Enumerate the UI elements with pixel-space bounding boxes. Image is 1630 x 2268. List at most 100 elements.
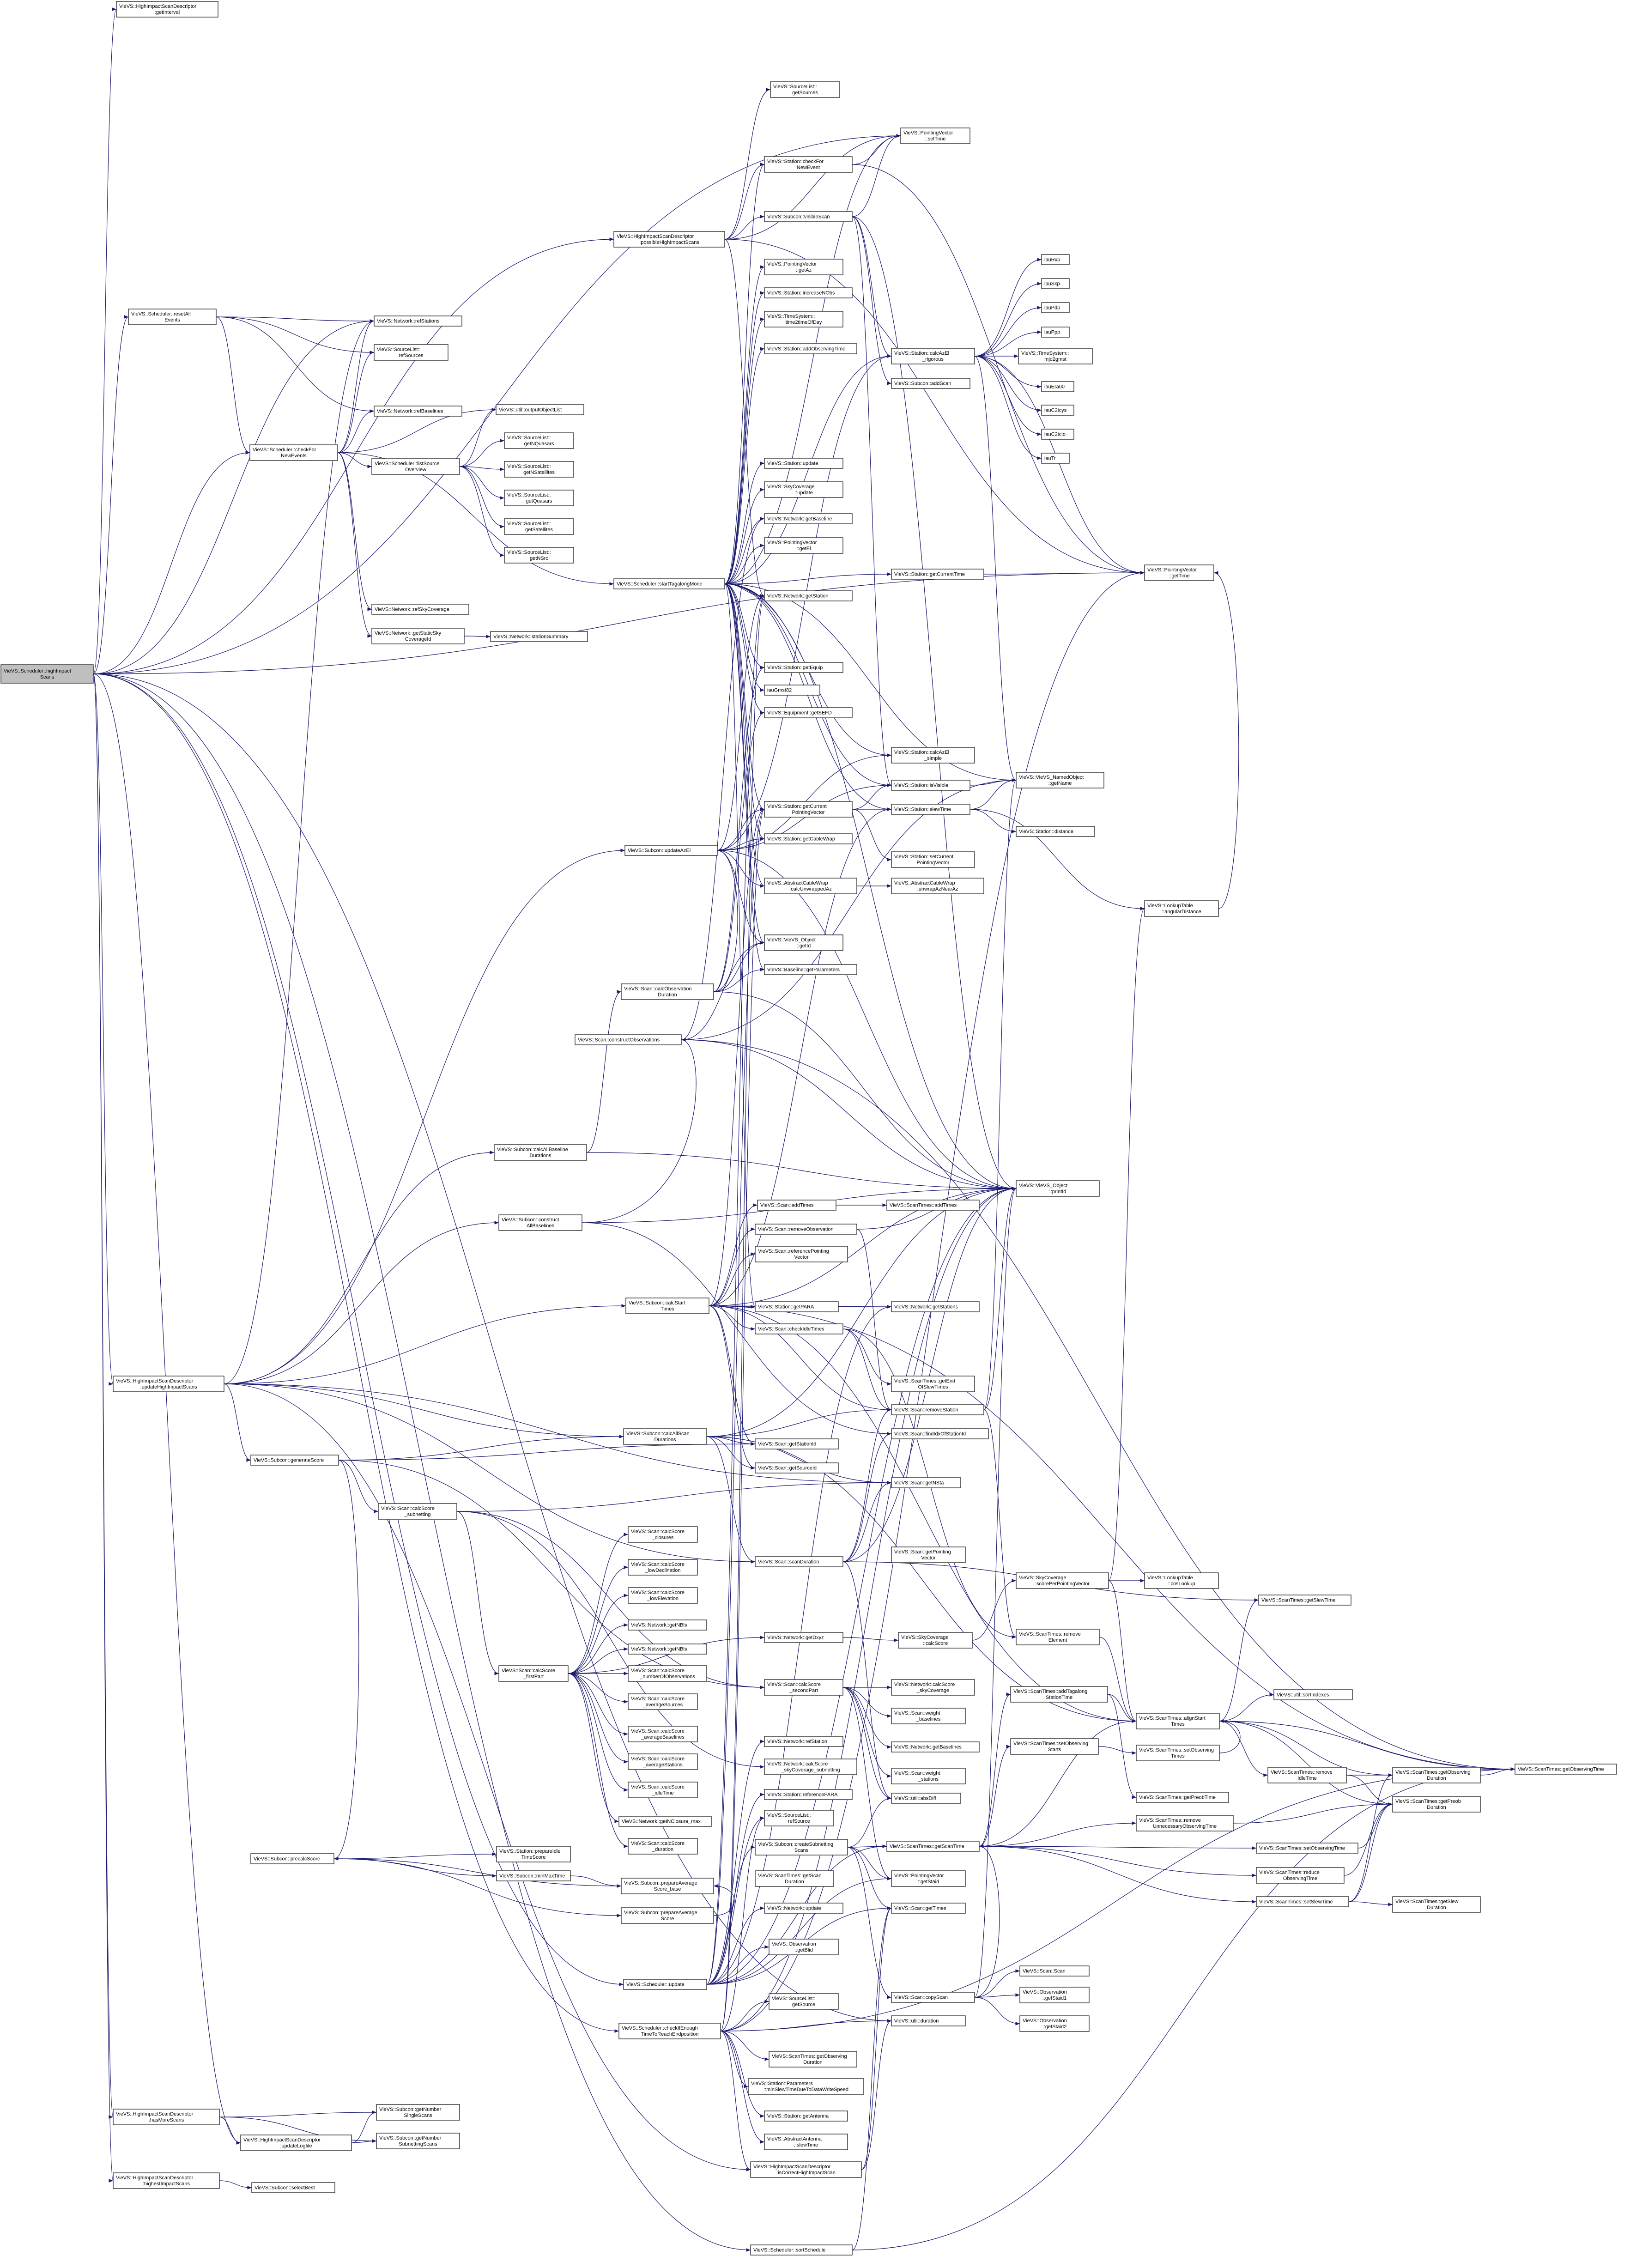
- node-sta-calcAzEl-rigorous[interactable]: VieVS::Station::calcAzEl_rigorous: [891, 348, 975, 364]
- node-net-refBaselines[interactable]: VieVS::Network::refBaselines: [374, 406, 462, 417]
- node-sub-precalcScore[interactable]: VieVS::Subcon::precalcScore: [250, 1853, 334, 1864]
- node-st-removeUnnecessaryObservingTime[interactable]: VieVS::ScanTimes::removeUnnecessaryObser…: [1136, 1815, 1234, 1831]
- node-iauC2tcys[interactable]: iauC2tcys: [1041, 405, 1074, 416]
- node-net-getBaseline[interactable]: VieVS::Network::getBaseline: [764, 513, 853, 524]
- node-named-getName[interactable]: VieVS::VieVS_NamedObject::getName: [1016, 772, 1104, 788]
- node-scan-calcScore-averageStations[interactable]: VieVS::Scan::calcScore_averageStations: [628, 1753, 698, 1770]
- node-obj-printId[interactable]: VieVS::VieVS_Object::printId: [1016, 1180, 1100, 1197]
- node-bl-getParameters[interactable]: VieVS::Baseline::getParameters: [764, 964, 857, 975]
- node-net-refSkyCoverage[interactable]: VieVS::Network::refSkyCoverage: [371, 604, 469, 615]
- node-sub-generateScore[interactable]: VieVS::Subcon::generateScore: [250, 1455, 339, 1466]
- node-scan-checkIdleTimes[interactable]: VieVS::Scan::checkIdleTimes: [755, 1323, 843, 1334]
- node-scan-Scan[interactable]: VieVS::Scan::Scan: [1019, 1965, 1090, 1977]
- node-net-refStation[interactable]: VieVS::Network::refStation: [764, 1736, 843, 1747]
- node-scan-constructObservations[interactable]: VieVS::Scan::constructObservations: [575, 1034, 682, 1045]
- node-sched-sortSchedule[interactable]: VieVS::Scheduler::sortSchedule: [750, 2244, 853, 2256]
- node-sl-getNSrc[interactable]: VieVS::SourceList::getNSrc: [504, 547, 574, 564]
- node-acw-unwrapAzNearAz[interactable]: VieVS::AbstractCableWrap:unwrapAzNearAz: [891, 878, 984, 894]
- node-iauGmst82[interactable]: iauGmst82: [764, 685, 820, 696]
- node-net-getNClosures-max[interactable]: VieVS::Network::getNClosure_max: [618, 1816, 712, 1827]
- node-sta-update[interactable]: VieVS::Station::update: [764, 458, 843, 469]
- node-sub-addScan[interactable]: VieVS::Subcon::addScan: [891, 378, 970, 389]
- node-sta-slewTime[interactable]: VieVS::Station::slewTime: [891, 804, 970, 815]
- node-startTagalongMode[interactable]: VieVS::Scheduler::startTagalongMode: [613, 578, 725, 589]
- node-st-getObservingTime[interactable]: VieVS::ScanTimes::getObservingTime: [1515, 1764, 1617, 1775]
- node-lut-angularDistance[interactable]: VieVS::LookupTable::angularDistance: [1144, 900, 1219, 917]
- node-scan-findIdxOfStationId[interactable]: VieVS::Scan::findIdxOfStationId: [891, 1428, 989, 1439]
- node-scan-weight-stations[interactable]: VieVS::Scan::weight_stations: [891, 1768, 966, 1784]
- node-sky-update[interactable]: VieVS::SkyCoverage::update: [764, 481, 843, 498]
- node-scan-calcScore-averageSources[interactable]: VieVS::Scan::calcScore_averageSources: [628, 1693, 698, 1710]
- node-sl-getSource[interactable]: VieVS::SourceList::getSource: [769, 1993, 839, 2010]
- node-obs-getBlid[interactable]: VieVS::Observation::getBlid: [769, 1939, 839, 1955]
- node-sky-scorePerPV[interactable]: VieVS::SkyCoverage:scorePerPointingVecto…: [1016, 1572, 1109, 1589]
- node-st-getSlewTime[interactable]: VieVS::ScanTimes::getSlewTime: [1258, 1595, 1351, 1606]
- node-sta-getCableWrap[interactable]: VieVS::Station::getCableWrap: [764, 833, 853, 844]
- node-sta-isVisible[interactable]: VieVS::Station::isVisible: [891, 780, 970, 791]
- node-isCorrectHighImpactScan[interactable]: VieVS::HighImpactScanDescriptor:isCorrec…: [750, 2161, 862, 2178]
- node-pv-getEl[interactable]: VieVS::PointingVector::getEl: [764, 537, 843, 554]
- node-iauPdp[interactable]: iauPdp: [1041, 302, 1070, 313]
- node-net-calcScore-skyCoverage-subnetting[interactable]: VieVS::Network::calcScore_skyCoverage_su…: [764, 1759, 857, 1775]
- node-scan-calcScore-duration[interactable]: VieVS::Scan::calcScore_duration: [628, 1838, 698, 1855]
- node-scan-copyScan[interactable]: VieVS::Scan::copyScan: [891, 1992, 975, 2003]
- node-scan-removeStation[interactable]: VieVS::Scan::removeStation: [891, 1404, 984, 1415]
- node-sl-getSatellites[interactable]: VieVS::SourceList::getSatellites: [504, 518, 574, 535]
- node-scan-calcScore-lowElevation[interactable]: VieVS::Scan::calcScore_lowElevation: [628, 1587, 698, 1604]
- node-highestImpactScans[interactable]: VieVS::HighImpactScanDescriptor:highestI…: [113, 2172, 220, 2189]
- node-scan-addTimes[interactable]: VieVS::Scan::addTimes: [757, 1200, 836, 1211]
- node-sta-distance[interactable]: VieVS::Station::distance: [1016, 826, 1095, 837]
- node-iauRxp[interactable]: iauRxp: [1041, 254, 1070, 265]
- node-st-addTimes[interactable]: VieVS::ScanTimes::addTimes: [886, 1200, 980, 1211]
- node-scan-removeObservation[interactable]: VieVS::Scan::removeObservation: [755, 1224, 857, 1235]
- node-sub-visibleScan[interactable]: VieVS::Subcon::visibleScan: [764, 211, 853, 222]
- node-sta-getAntenna[interactable]: VieVS::Station::getAntenna: [764, 2110, 848, 2122]
- node-st-setObservingTime[interactable]: VieVS::ScanTimes::setObservingTime: [1256, 1843, 1358, 1854]
- node-updateLogfile[interactable]: VieVS::HighImpactScanDescriptor:updateLo…: [240, 2135, 352, 2151]
- node-sl-getNQuasars[interactable]: VieVS::SourceList::getNQuasars: [504, 432, 574, 449]
- node-sched-checkIfEnoughTime[interactable]: VieVS::Scheduler::checkIfEnoughTimeToRea…: [618, 2023, 721, 2039]
- node-iauEra00[interactable]: iauEra00: [1041, 381, 1074, 392]
- node-scan-calcScore-secondPart[interactable]: VieVS::Scan::calcScore_secondPart: [764, 1679, 843, 1696]
- node-eq-getSEFD[interactable]: VieVS::Equipment::getSEFD: [764, 707, 853, 718]
- node-scan-calcScore-idleTime[interactable]: VieVS::Scan::calcScore_idleTime: [628, 1782, 698, 1798]
- node-util-duration[interactable]: VieVS::util::duration: [891, 2015, 966, 2026]
- node-net-getStations[interactable]: VieVS::Network::getStations: [891, 1301, 980, 1312]
- node-iauPpp[interactable]: iauPpp: [1041, 327, 1070, 338]
- node-hasMoreScans[interactable]: VieVS::HighImpactScanDescriptor:hasMoreS…: [113, 2109, 220, 2125]
- node-sta-getCurrentTime[interactable]: VieVS::Station::getCurrentTime: [891, 569, 984, 580]
- node-st-getScanTime[interactable]: VieVS::ScanTimes::getScanTime: [886, 1841, 980, 1852]
- node-hisd-getInterval[interactable]: VieVS::HighImpactScanDescriptor:getInter…: [116, 1, 218, 18]
- node-st-getPreobTime[interactable]: VieVS::ScanTimes::getPreobTime: [1136, 1792, 1229, 1803]
- node-sl-getQuasars[interactable]: VieVS::SourceList::getQuasars: [504, 490, 574, 506]
- node-ts-mjd2gmst[interactable]: VieVS::TimeSystem::mjd2gmst: [1018, 348, 1093, 364]
- node-scan-scanDuration[interactable]: VieVS::Scan::scanDuration: [755, 1556, 843, 1567]
- node-scan-calcScore-subnetting[interactable]: VieVS::Scan::calcScore_subnetting: [378, 1503, 457, 1520]
- node-iauC2tcio[interactable]: iauC2tcio: [1041, 429, 1074, 440]
